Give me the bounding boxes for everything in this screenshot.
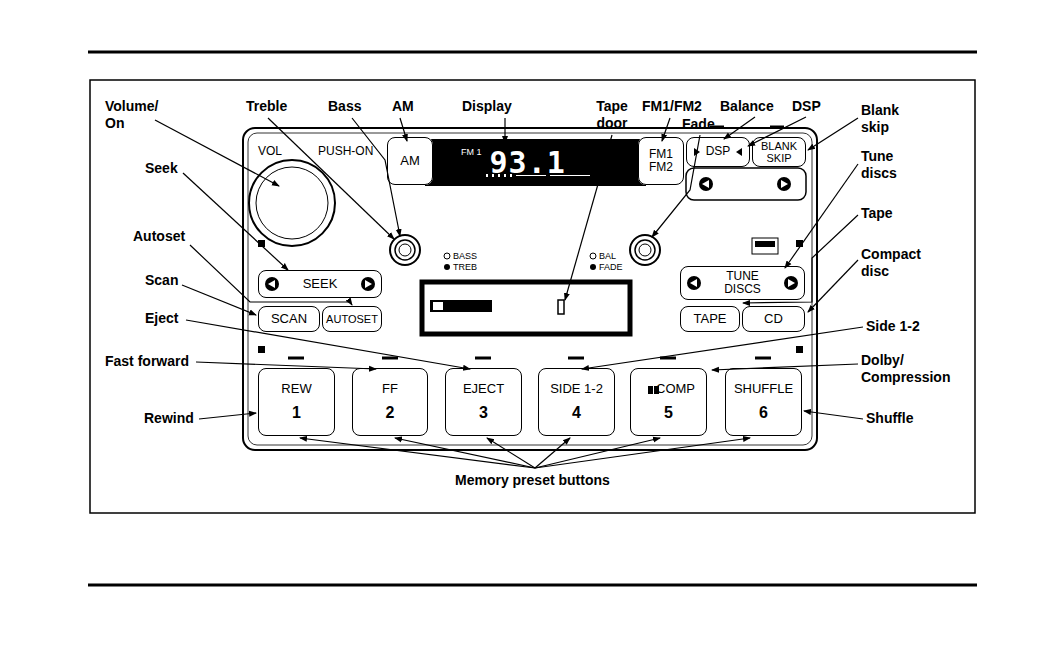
callout-label: Compact disc (861, 246, 941, 280)
callout-label: DSP (792, 98, 821, 115)
callout-label: Eject (145, 310, 178, 327)
button-label: EJECT (463, 382, 504, 396)
fm-button: FM1 FM2 (638, 137, 684, 185)
button-label: TAPE (694, 312, 727, 326)
button-number: 6 (759, 404, 768, 422)
callout-label: Tune discs (861, 148, 916, 182)
button-label: SEEK (303, 277, 338, 291)
callout-label: Tape (861, 205, 893, 222)
button-number: 3 (479, 404, 488, 422)
button-label: FM 1 (461, 148, 482, 158)
callout-label: Treble (246, 98, 287, 115)
callout-label: Shuffle (866, 410, 913, 427)
callout-label: Blank skip (861, 102, 916, 136)
callout-label: Fast forward (105, 353, 189, 370)
callout-label: Tape door (588, 98, 636, 132)
preset-button: COMP 5 (630, 368, 707, 436)
preset-button: SHUFFLE 6 (725, 368, 802, 436)
button-label: TUNE DISCS (721, 270, 765, 296)
button-label: SCAN (271, 312, 307, 326)
callout-label: Side 1-2 (866, 318, 920, 335)
callout-label: Display (462, 98, 512, 115)
panel-marking: PUSH-ON (318, 144, 373, 158)
preset-button: EJECT 3 (445, 368, 522, 436)
button-number: 4 (572, 404, 581, 422)
callout-label: Dolby/ Compression (861, 352, 966, 386)
panel-marking: BASS (453, 251, 477, 262)
tune-discs-button: TUNE DISCS (680, 266, 805, 300)
panel-marking: FADE (599, 262, 623, 273)
button-label: COMP (642, 382, 695, 396)
callout-label: Volume/ On (105, 98, 167, 132)
button-label: CD (764, 312, 783, 326)
preset-button: REW 1 (258, 368, 335, 436)
callout-label: Rewind (144, 410, 194, 427)
tape-button: TAPE (680, 306, 740, 332)
dsp-button: DSP (686, 137, 750, 167)
callout-label: Balance (720, 98, 774, 115)
button-label: AUTOSET (326, 313, 378, 325)
autoset-button: AUTOSET (322, 306, 382, 332)
button-label: FM1 FM2 (644, 148, 678, 174)
button-label: FF (382, 382, 398, 396)
button-label: SHUFFLE (734, 382, 793, 396)
button-label: REW (281, 382, 311, 396)
callout-label: AM (392, 98, 414, 115)
button-label: SIDE 1-2 (550, 382, 603, 396)
blank-skip-button: BLANK SKIP (752, 137, 806, 167)
button-label: DSP (706, 145, 731, 158)
panel-marking: BAL (599, 251, 616, 262)
button-number: 93.1 (490, 146, 566, 179)
button-number: 5 (664, 404, 673, 422)
button-number: 2 (386, 404, 395, 422)
am-button: AM (387, 137, 433, 185)
preset-button: SIDE 1-2 4 (538, 368, 615, 436)
display: FM 1 93.1 (435, 139, 635, 186)
seek-button: SEEK (258, 270, 382, 298)
preset-button: FF 2 (352, 368, 428, 436)
cd-button: CD (742, 306, 805, 332)
callout-label: Memory preset buttons (455, 472, 610, 489)
scan-button: SCAN (258, 306, 320, 332)
callout-label: Scan (145, 272, 178, 289)
callout-label: Seek (145, 160, 178, 177)
button-label: AM (400, 154, 420, 168)
callout-label: Autoset (133, 228, 185, 245)
callout-label: Bass (328, 98, 361, 115)
button-label: BLANK SKIP (759, 140, 799, 164)
callout-label: FM1/FM2 (642, 98, 702, 115)
panel-marking: TREB (453, 262, 477, 273)
button-number: 1 (292, 404, 301, 422)
panel-marking: VOL (258, 144, 282, 158)
callout-label: Fade (682, 116, 715, 133)
